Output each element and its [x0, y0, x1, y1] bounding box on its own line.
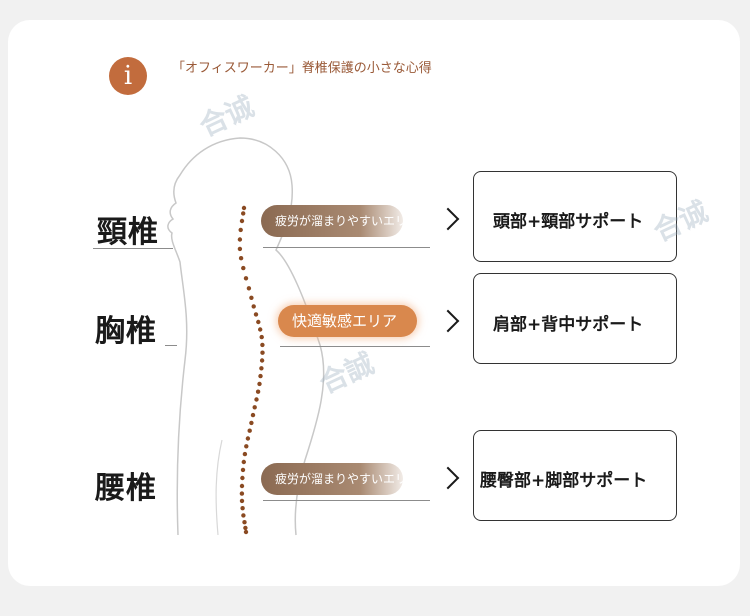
body-outline [167, 137, 325, 536]
spine-dot [256, 319, 261, 325]
spine-dot [240, 475, 245, 481]
spine-dot [240, 467, 246, 473]
spine-dot [241, 265, 246, 271]
spine-dot [244, 444, 249, 449]
divider-line [280, 346, 430, 347]
region-label-cervical: 頸椎 [97, 215, 159, 250]
spine-dot [258, 373, 263, 379]
spine-dot [260, 350, 265, 355]
page-title: 「オフィスワーカー」脊椎保護の小さな心得 [172, 61, 432, 76]
spine-dot [247, 428, 252, 433]
arm-outline [215, 439, 223, 536]
spine-dot [241, 205, 247, 211]
divider-line [93, 248, 173, 249]
region-tag-cervical: 疲労が溜まりやすいエリア [261, 205, 403, 237]
spine-dot [245, 436, 251, 441]
divider-line [165, 345, 177, 346]
spine-dot [249, 420, 254, 426]
spine-dot [255, 389, 261, 394]
spine-dot [243, 529, 249, 535]
spine-dot [243, 276, 249, 281]
spine-dots [237, 205, 265, 535]
region-tag-lumbar: 疲労が溜まりやすいエリア [261, 463, 403, 495]
spine-dot [259, 358, 265, 363]
spine-dot [243, 525, 248, 531]
spine-dot [259, 366, 264, 371]
divider-line [263, 500, 430, 501]
support-box-shoulder-back [473, 273, 677, 364]
spine-dot [242, 520, 247, 525]
support-label-waist-legs: 腰臀部+脚部サポート [480, 471, 648, 491]
spine-dot [258, 327, 263, 332]
support-box-head-neck [473, 171, 677, 262]
spine-dot [241, 211, 246, 216]
spine-dot [260, 342, 265, 348]
spine-dot [238, 256, 244, 261]
spine-dot [239, 218, 245, 224]
spine-dot [238, 227, 243, 233]
region-tag-thoracic: 快適敏感エリア [278, 305, 417, 337]
spine-dot [252, 405, 257, 410]
spine-dot [259, 334, 264, 340]
spine-dot [237, 246, 243, 252]
spine-dot [257, 381, 262, 387]
spine-dot [239, 483, 245, 489]
support-box-waist-legs [473, 430, 677, 521]
region-label-thoracic: 胸椎 [95, 314, 157, 349]
spine-dot [254, 397, 259, 402]
spine-dot [239, 491, 245, 496]
spine-dot [249, 295, 254, 300]
spine-dot [237, 237, 243, 242]
spine-dot [242, 451, 248, 457]
support-label-shoulder-back: 肩部+背中サポート [493, 315, 644, 335]
info-icon: i [109, 57, 147, 95]
divider-line [263, 247, 430, 248]
spine-dot [240, 506, 245, 511]
region-label-lumbar: 腰椎 [95, 471, 157, 506]
spine-dot [251, 304, 256, 309]
spine-dot [246, 286, 252, 291]
spine-dot [250, 412, 256, 418]
spine-dot [239, 498, 245, 504]
spine-dot [241, 459, 246, 465]
support-label-head-neck: 頭部+頸部サポート [493, 212, 644, 232]
spine-dot [241, 513, 246, 518]
spine-dot [253, 312, 259, 317]
